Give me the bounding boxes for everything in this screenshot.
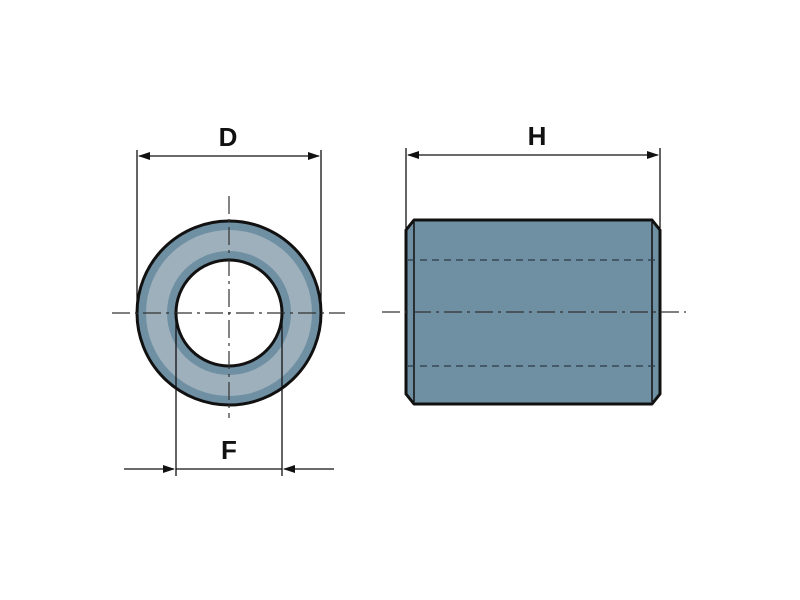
front-view: D F — [112, 122, 345, 476]
front-center-lines — [112, 196, 345, 418]
sleeve-body — [404, 218, 662, 406]
height-dimension — [405, 148, 661, 228]
side-view: H — [382, 121, 686, 406]
outer-diameter-dimension — [136, 150, 322, 313]
inner-diameter-label: F — [221, 435, 237, 465]
height-label: H — [528, 121, 547, 151]
inner-diameter-dimension — [124, 313, 334, 476]
hidden-bore-lines — [408, 259, 658, 367]
outer-diameter-label: D — [219, 122, 238, 152]
